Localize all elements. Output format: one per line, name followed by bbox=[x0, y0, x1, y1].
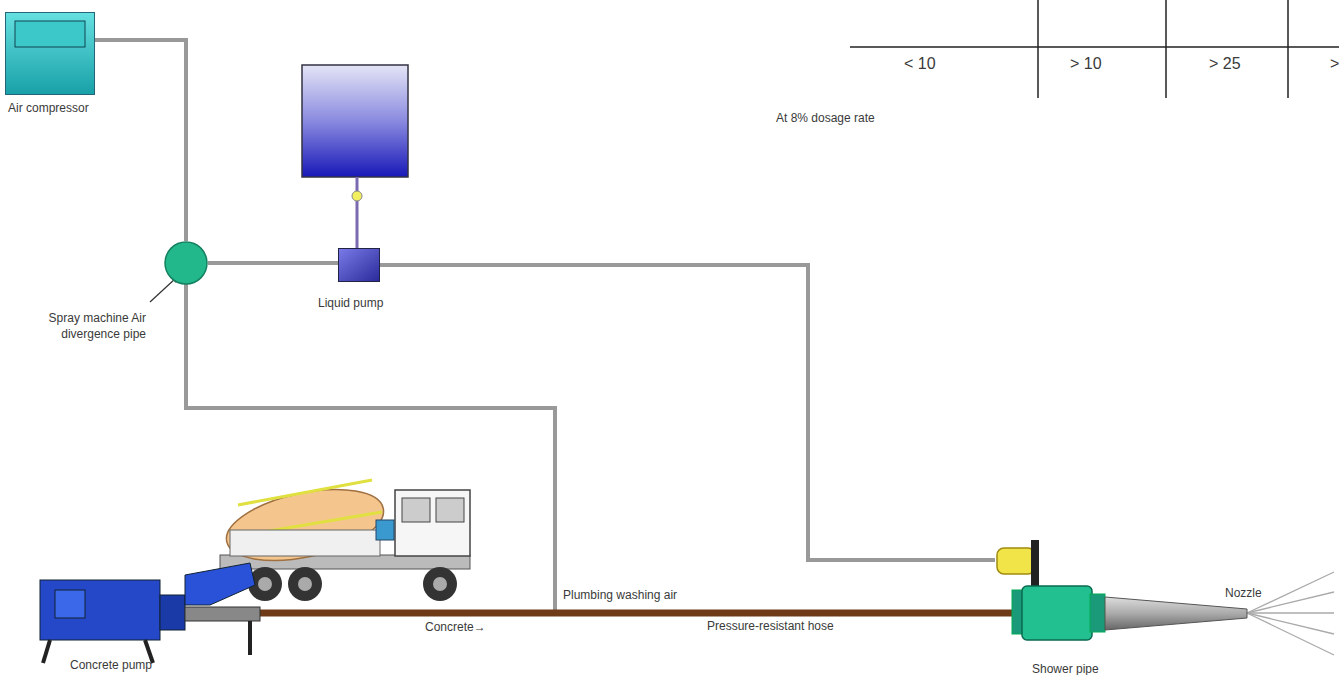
nozzle: Nozzle bbox=[1105, 597, 1247, 630]
air-line bbox=[380, 265, 995, 560]
table-cell: > 25 bbox=[1209, 54, 1241, 74]
shower-pipe-shape bbox=[995, 538, 1105, 642]
table-cell: < 10 bbox=[904, 54, 936, 74]
node-label: Air compressor bbox=[8, 101, 89, 115]
table-cell: > bbox=[1330, 54, 1339, 74]
air-compressor-shape bbox=[5, 12, 95, 95]
note-label: Plumbing washing air bbox=[563, 587, 677, 603]
mixer-truck bbox=[220, 477, 470, 601]
air-line bbox=[95, 40, 186, 241]
liquid-pump-shape bbox=[338, 248, 380, 282]
tank-valve bbox=[352, 191, 362, 201]
tank-pipe bbox=[356, 177, 359, 250]
liquid-pump: Liquid pump bbox=[338, 248, 380, 282]
air-compressor: Air compressor bbox=[5, 12, 95, 95]
note-label: Concrete→ bbox=[425, 619, 486, 635]
table-lines bbox=[850, 0, 1339, 98]
note-label: At 8% dosage rate bbox=[776, 110, 875, 126]
air-line bbox=[208, 263, 338, 264]
spray-lines bbox=[1247, 572, 1334, 655]
divergence-circle: Spray machine Air divergence pipe bbox=[164, 241, 208, 285]
node-label: Liquid pump bbox=[318, 296, 383, 310]
node-label: Spray machine Air divergence pipe bbox=[0, 310, 146, 342]
divergence-circle-shape bbox=[164, 241, 208, 285]
washing-air-line bbox=[186, 284, 555, 610]
nozzle-shape bbox=[1105, 597, 1247, 630]
shower-pipe: Shower pipe bbox=[995, 538, 1105, 642]
concrete-hose bbox=[260, 613, 1012, 614]
liquid-tank bbox=[302, 65, 408, 177]
concrete-pump: Concrete pump bbox=[35, 555, 260, 655]
concrete-pump-shape bbox=[35, 555, 260, 655]
node-label: Concrete pump bbox=[70, 658, 152, 672]
leader-line bbox=[150, 278, 176, 302]
node-label: Shower pipe bbox=[1032, 662, 1099, 675]
edge-label: Pressure-resistant hose bbox=[707, 619, 834, 633]
table-cell: > 10 bbox=[1070, 54, 1102, 74]
node-label: Nozzle bbox=[1225, 586, 1262, 600]
